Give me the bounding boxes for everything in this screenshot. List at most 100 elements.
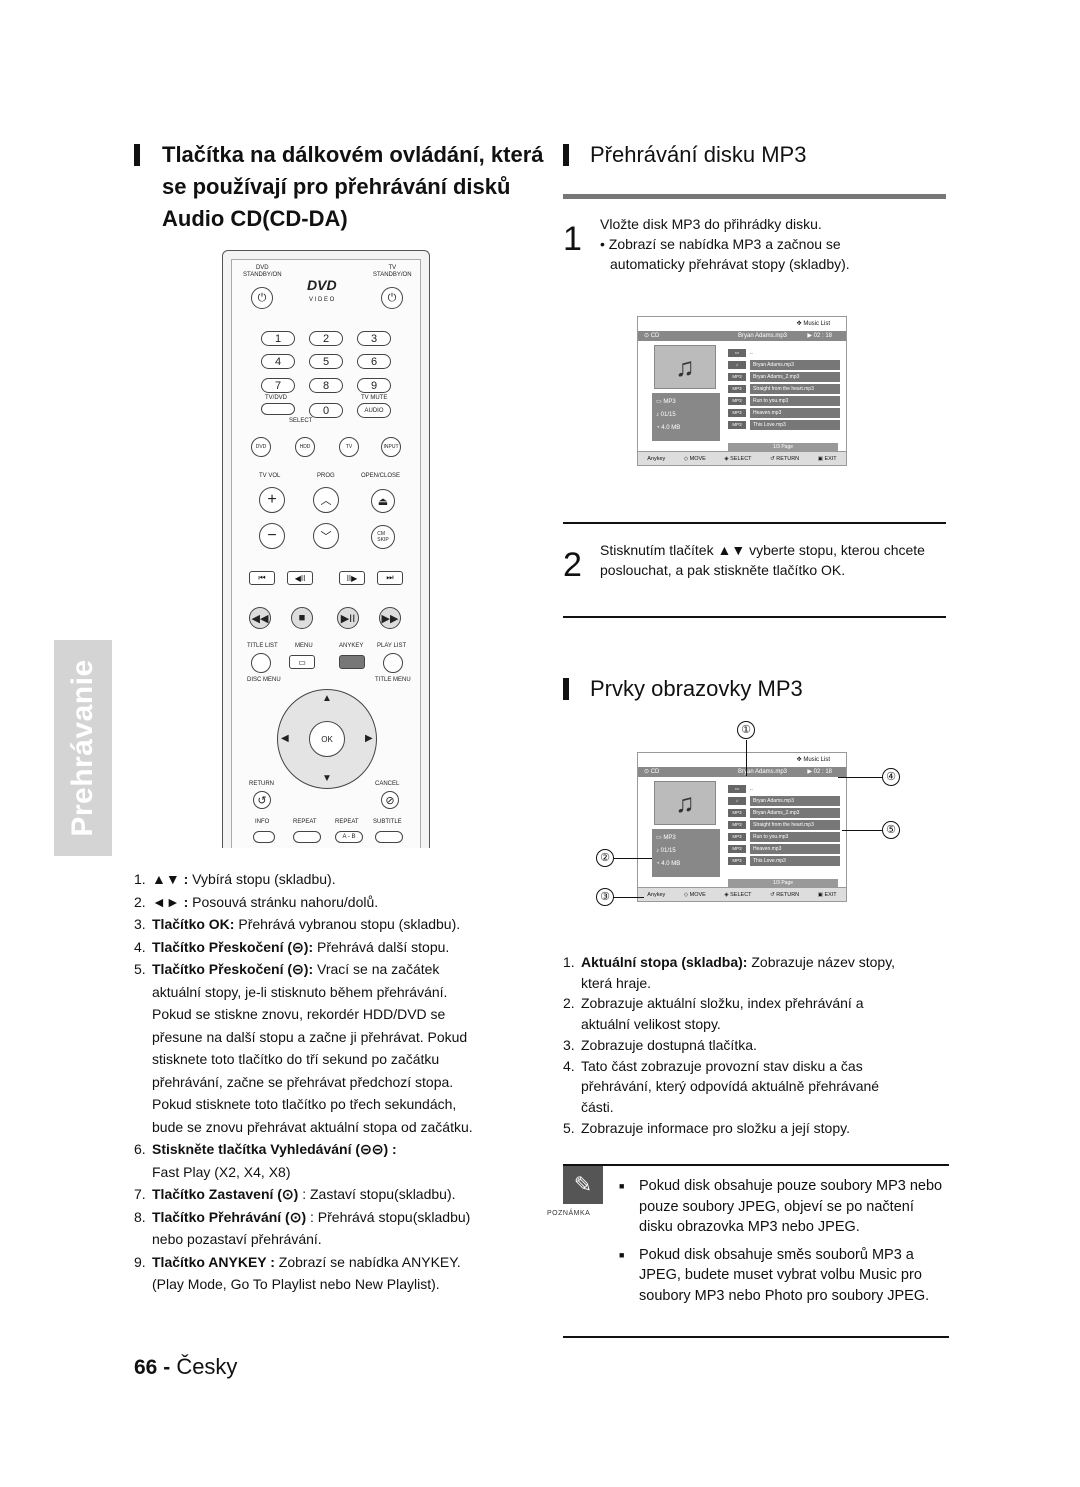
note-label: POZNÁMKA bbox=[547, 1210, 591, 1217]
info-label: INFO bbox=[255, 819, 270, 825]
audio-button[interactable]: AUDIO bbox=[357, 403, 391, 418]
nav-left-arrow[interactable]: ◀ bbox=[281, 733, 289, 744]
parent-folder-row[interactable]: ▭.. bbox=[728, 783, 840, 795]
list-item-continuation: přesune na další stopu a začne ji přehrá… bbox=[152, 1028, 468, 1045]
prog-down-button[interactable]: ﹀ bbox=[313, 523, 339, 549]
repeat-button[interactable] bbox=[293, 831, 321, 843]
dvd-source-button[interactable]: DVD bbox=[251, 437, 271, 457]
select-hint: ◈ SELECT bbox=[724, 455, 752, 462]
file-row[interactable]: ♪Bryan Adams.mp3 bbox=[728, 359, 840, 371]
subtitle-button[interactable] bbox=[375, 831, 403, 843]
list-item: 6.Stiskněte tlačítka Vyhledávání (⊝⊝) : bbox=[134, 1141, 397, 1157]
digit-button-1[interactable]: 1 bbox=[261, 331, 295, 346]
dvd-power-button[interactable]: ⏻ bbox=[251, 287, 273, 309]
cm-skip-button[interactable]: CM SKIP bbox=[371, 525, 395, 549]
remote-button-list: 1.▲▼ : Vybírá stopu (skladbu). 2.◄► : Po… bbox=[134, 868, 514, 1296]
list-item-continuation: aktuální stopy, je-li stisknuto během př… bbox=[152, 983, 448, 1000]
title-list-button[interactable] bbox=[251, 653, 271, 673]
callout-5-line bbox=[842, 830, 882, 832]
repeat-label: REPEAT bbox=[293, 819, 317, 825]
subtitle-label: SUBTITLE bbox=[373, 819, 402, 825]
skip-forward-button[interactable]: ⏭ bbox=[377, 571, 403, 585]
move-hint: ◇ MOVE bbox=[683, 455, 706, 462]
digit-button-8[interactable]: 8 bbox=[309, 378, 343, 393]
callout-5: ⑤ bbox=[882, 821, 900, 839]
nav-right-arrow[interactable]: ▶ bbox=[365, 733, 373, 744]
heading-bar bbox=[563, 678, 569, 700]
page-number: 66 - bbox=[134, 1356, 171, 1379]
menu-button[interactable]: ▭ bbox=[289, 655, 315, 669]
play-list-button[interactable] bbox=[383, 653, 403, 673]
cancel-button[interactable]: ⊘ bbox=[381, 791, 399, 809]
digit-button-4[interactable]: 4 bbox=[261, 354, 295, 369]
button-bar: Anykey ◇ MOVE ◈ SELECT ↺ RETURN ▣ EXIT bbox=[638, 887, 846, 901]
stop-button[interactable]: ■ bbox=[291, 607, 313, 629]
callout-2: ② bbox=[596, 849, 614, 867]
info-button[interactable] bbox=[253, 831, 275, 843]
tvdvd-button[interactable] bbox=[261, 403, 295, 415]
open-close-button[interactable]: ⏏ bbox=[371, 489, 395, 513]
list-item: 1.▲▼ : Vybírá stopu (skladbu). bbox=[134, 871, 336, 887]
dvd-logo: DVD bbox=[307, 277, 337, 293]
anykey-button[interactable] bbox=[339, 655, 365, 669]
digit-button-6[interactable]: 6 bbox=[357, 354, 391, 369]
ok-button[interactable]: OK bbox=[309, 721, 345, 757]
callout-2-line bbox=[614, 858, 652, 860]
anykey-label: ANYKEY bbox=[339, 643, 364, 649]
digit-button-2[interactable]: 2 bbox=[309, 331, 343, 346]
volume-down-button[interactable]: − bbox=[259, 523, 285, 549]
move-hint: ◇ MOVE bbox=[683, 891, 706, 898]
play-pause-button[interactable]: ▶II bbox=[337, 607, 359, 629]
dvd-standby-label: DVD STANDBY/ON bbox=[243, 265, 282, 278]
tv-source-button[interactable]: TV bbox=[339, 437, 359, 457]
fast-forward-button[interactable]: ▶▶ bbox=[379, 607, 401, 629]
rewind-button[interactable]: ◀◀ bbox=[249, 607, 271, 629]
volume-up-button[interactable]: + bbox=[259, 487, 285, 513]
step-forward-button[interactable]: II▶ bbox=[339, 571, 365, 585]
open-close-label: OPEN/CLOSE bbox=[361, 473, 401, 479]
digit-button-9[interactable]: 9 bbox=[357, 378, 391, 393]
step-back-button[interactable]: ◀II bbox=[287, 571, 313, 585]
prog-up-button[interactable]: ︿ bbox=[313, 487, 339, 513]
digit-button-3[interactable]: 3 bbox=[357, 331, 391, 346]
parent-folder-row[interactable]: ▭.. bbox=[728, 347, 840, 359]
skip-back-button[interactable]: ⏮ bbox=[249, 571, 275, 585]
list-item-continuation: bude se znovu přehrávat aktuální stopa o… bbox=[152, 1118, 473, 1135]
note-box: ✎ POZNÁMKA Pokud disk obsahuje pouze sou… bbox=[547, 1164, 949, 1338]
exit-hint: ▣ EXIT bbox=[817, 455, 837, 462]
nav-up-arrow[interactable]: ▲ bbox=[322, 693, 332, 704]
digit-button-7[interactable]: 7 bbox=[261, 378, 295, 393]
exit-hint: ▣ EXIT bbox=[817, 891, 837, 898]
list-item: 9.Tlačítko ANYKEY : Zobrazí se nabídka A… bbox=[134, 1253, 461, 1270]
file-row[interactable]: ♪Bryan Adams.mp3 bbox=[728, 795, 840, 807]
digit-button-5[interactable]: 5 bbox=[309, 354, 343, 369]
nav-down-arrow[interactable]: ▼ bbox=[322, 773, 332, 784]
left-heading: Tlačítka na dálkovém ovládání, která se … bbox=[162, 139, 544, 235]
list-item: 7.Tlačítko Zastavení (⊙) : Zastaví stopu… bbox=[134, 1186, 456, 1202]
section-rule bbox=[563, 194, 946, 199]
mp3-screen-1: ✥ Music List ⊙ CD Bryan Adams.mp3 ▶ 02 :… bbox=[637, 316, 847, 466]
tv-power-button[interactable]: ⏻ bbox=[381, 287, 403, 309]
repeat-ab-button[interactable]: A - B bbox=[335, 831, 363, 843]
list-item-continuation: přehrávání, začne se přehrávat předchozí… bbox=[152, 1073, 454, 1090]
digit-button-0[interactable]: 0 bbox=[309, 403, 343, 418]
input-source-button[interactable]: INPUT bbox=[381, 437, 401, 457]
list-item: 3.Tlačítko OK: Přehrává vybranou stopu (… bbox=[134, 916, 461, 932]
hdd-source-button[interactable]: HDD bbox=[295, 437, 315, 457]
step-1-text: Vložte disk MP3 do přihrádky disku. • Zo… bbox=[600, 216, 850, 272]
return-button[interactable]: ↺ bbox=[253, 791, 271, 809]
status-bar: ⊙ CD Bryan Adams.mp3 ▶ 02 : 18 bbox=[638, 767, 846, 777]
section-heading-mp3-screen: Prvky obrazovky MP3 bbox=[590, 676, 803, 701]
return-label: RETURN bbox=[249, 781, 274, 787]
